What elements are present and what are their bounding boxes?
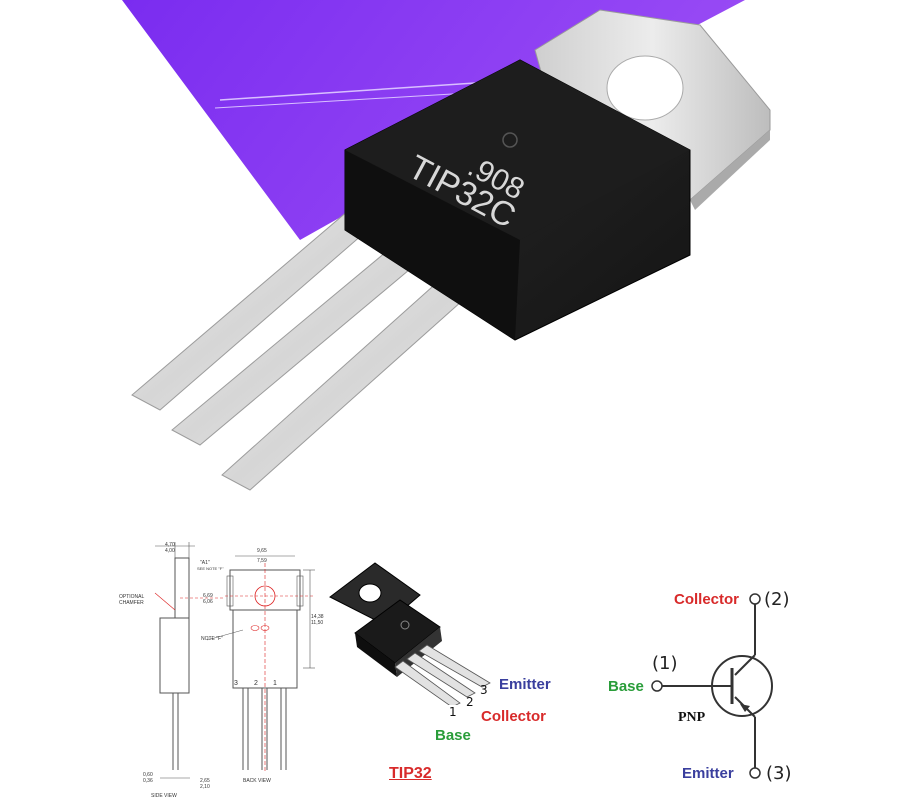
dim-body-width-2: 7,59 [257,558,267,564]
back-view-label: BACK VIEW [243,778,271,784]
note-f-label: NOTE "F" [201,636,223,642]
pkg-pin-number-1: 1 [449,705,457,719]
dim-height-2: 11,50 [311,620,324,626]
part-label: TIP32 [389,765,432,782]
package-diagram: 1 2 3 Emitter Collector Base TIP32 [325,555,565,790]
schematic-emitter-pin: (3) [766,763,792,784]
schematic-base-label: Base [608,678,644,695]
optional-chamfer-label: OPTIONAL CHAMFER [119,594,145,606]
pin-label-1: 1 [273,680,277,687]
dim-top-width-2: 4,00 [165,548,175,554]
side-view-label: SIDE VIEW [151,793,177,799]
dim-height: 14,38 [311,614,324,620]
dim-tab: 6,69 [203,593,213,599]
pnp-schematic: Collector (2) (1) Base PNP Emitter (3) [600,580,910,795]
schematic-base-pin: (1) [652,653,678,674]
pkg-pin-number-2: 2 [466,695,474,709]
pkg-emitter-label: Emitter [499,676,551,693]
schematic-emitter-label: Emitter [682,765,734,782]
schematic-collector-pin: (2) [764,589,790,610]
mounting-hole [606,55,684,121]
dim-lead: 0,60 [143,772,153,778]
note-a1: "A1" [200,560,210,566]
dim-tab-2: 6,06 [203,599,213,605]
dim-lead-2: 0,36 [143,778,153,784]
dim-pitch-2: 2,10 [200,784,210,790]
pin-label-2: 2 [254,680,258,687]
pkg-base-label: Base [435,727,471,744]
pkg-collector-label: Collector [481,708,547,725]
transistor-type-label: PNP [678,710,706,725]
transistor-photo: .908 TIP32C [122,0,771,491]
note-a1-ref: SEE NOTE "F" [197,566,224,571]
pkg-pin-number-3: 3 [480,683,488,697]
emitter-arrow [740,704,750,712]
dim-top-width: 4,70 [165,542,175,548]
dim-pitch: 2,65 [200,778,210,784]
dim-body-width: 9,65 [257,548,267,554]
mechanical-drawing: 4,70 4,00 "A1" SEE NOTE "F" 9,65 7,59 6,… [115,538,330,803]
schematic-collector-label: Collector [674,591,740,608]
pin-label-3: 3 [234,680,238,687]
